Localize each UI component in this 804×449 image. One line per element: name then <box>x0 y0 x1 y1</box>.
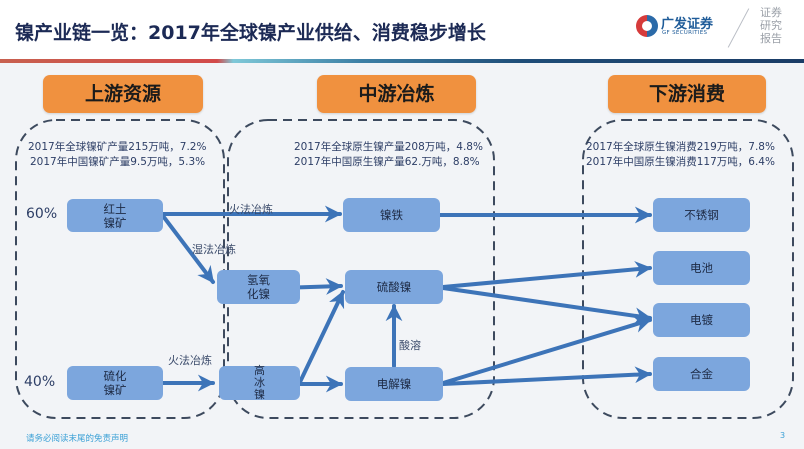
upstream-group-border <box>15 119 225 419</box>
report-label-line: 证券 <box>760 6 782 19</box>
edge-label-hydro: 湿法冶炼 <box>192 243 236 256</box>
arrow-laterite-to-hydroxide <box>161 214 215 284</box>
node-label: 红土 <box>103 201 127 216</box>
upstream-stat-china: 2017年中国镍矿产量9.5万吨，5.3% <box>30 156 206 168</box>
disclaimer-note: 请务必阅读末尾的免责声明 <box>26 434 129 444</box>
header-gradient-divider <box>0 59 804 63</box>
midstream-group-border <box>227 119 495 419</box>
node-label: 镍 <box>254 388 265 401</box>
node-electrolytic-nickel: 电解镍 <box>345 367 443 401</box>
arrow-sulfate-to-battery <box>441 261 652 289</box>
gf-securities-logo: 广发证券 GF SECURITIES <box>636 12 734 42</box>
slide-title: 镍产业链一览：2017年全球镍产业供给、消费稳步增长 <box>15 22 486 44</box>
node-nickel-matte: 高 冰 镍 <box>219 364 300 401</box>
arrow-sulfate-to-electroplating <box>441 286 652 325</box>
page-number: 3 <box>780 431 786 440</box>
slide-header: 镍产业链一览：2017年全球镍产业供给、消费稳步增长 广发证券 GF SECUR… <box>0 0 804 62</box>
midstream-stat-global: 2017年全球原生镍产量208万吨，4.8% <box>294 141 483 153</box>
downstream-stat-global: 2017年全球原生镍消费219万吨，7.8% <box>586 141 775 153</box>
node-laterite-ore: 红土 镍矿 <box>67 199 163 232</box>
logo-english-name: GF SECURITIES <box>662 30 708 36</box>
stage-upstream: 上游资源 <box>43 75 203 113</box>
laterite-share: 60% <box>26 206 58 222</box>
report-label-line: 报告 <box>760 32 782 45</box>
report-label-line: 研究 <box>760 19 782 32</box>
logo-chinese-name: 广发证券 <box>661 17 714 32</box>
report-label: 证券 研究 报告 <box>760 6 782 45</box>
node-label: 合金 <box>690 367 713 381</box>
downstream-stat-china: 2017年中国原生镍消费117万吨，6.4% <box>586 156 775 168</box>
node-label: 镍矿 <box>103 215 127 230</box>
stage-downstream: 下游消费 <box>608 75 766 113</box>
node-label: 电镀 <box>690 313 713 327</box>
gf-logo-icon <box>636 15 658 37</box>
node-nickel-sulfate: 硫酸镍 <box>345 270 443 304</box>
edge-label-pyro-top: 火法冶炼 <box>229 203 273 216</box>
node-sulfide-ore: 硫化 镍矿 <box>67 366 163 400</box>
node-battery: 电池 <box>653 251 750 285</box>
node-label: 硫化 <box>103 369 127 383</box>
node-electroplating: 电镀 <box>653 303 750 337</box>
node-label: 氢氧 <box>247 273 270 287</box>
arrow-matte-to-sulfate <box>298 290 345 384</box>
node-label: 镍矿 <box>103 383 127 397</box>
stage-midstream: 中游冶炼 <box>317 75 476 113</box>
node-label: 电解镍 <box>376 377 412 391</box>
node-label: 不锈钢 <box>684 208 719 222</box>
downstream-group-border <box>582 119 794 419</box>
node-alloy: 合金 <box>653 357 750 391</box>
arrow-electrolytic-to-electroplating <box>441 316 652 385</box>
node-label: 电池 <box>690 261 713 275</box>
node-label: 镍铁 <box>380 208 403 222</box>
node-ferronickel: 镍铁 <box>343 198 440 232</box>
node-label: 冰 <box>254 376 265 389</box>
node-label: 高 <box>254 364 265 377</box>
node-label: 化镍 <box>247 287 270 301</box>
node-nickel-hydroxide: 氢氧 化镍 <box>217 270 300 304</box>
midstream-stat-china: 2017年中国原生镍产量62.万吨，8.8% <box>294 156 480 168</box>
node-label: 硫酸镍 <box>376 280 412 294</box>
edge-label-acid-dissolve: 酸溶 <box>399 339 421 352</box>
edge-label-pyro-bottom: 火法冶炼 <box>168 354 212 367</box>
arrow-electrolytic-to-alloy <box>441 366 652 386</box>
node-stainless-steel: 不锈钢 <box>653 198 750 232</box>
upstream-stat-global: 2017年全球镍矿产量215万吨，7.2% <box>28 141 207 153</box>
sulfide-share: 40% <box>24 374 56 390</box>
